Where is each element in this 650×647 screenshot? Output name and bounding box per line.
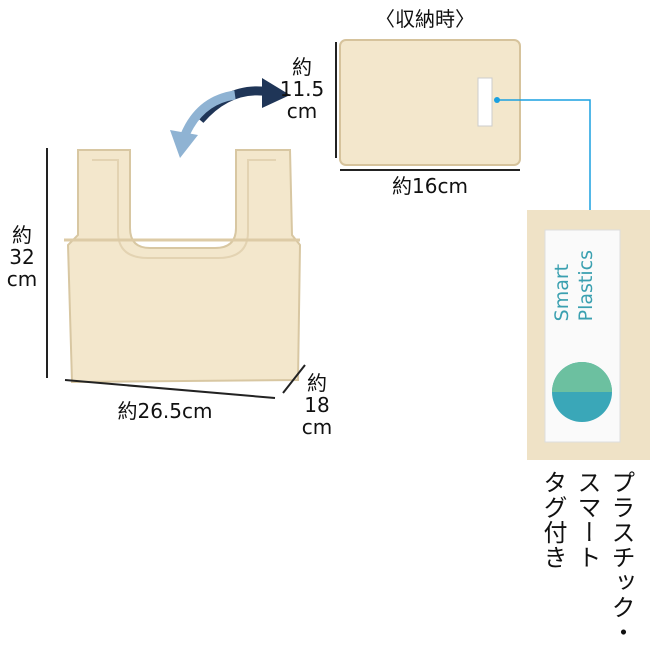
folded-bag-image [339,39,521,166]
label-line: 約 [292,55,312,79]
tag-brand-line: Smart [551,263,573,322]
label-line: 約 [12,223,32,247]
tag-brand: Smart Plastics [550,250,598,321]
bag-depth-label: 約 18 cm [295,372,339,438]
folded-width-label: 約16cm [392,174,468,198]
label-line: cm [286,99,318,123]
arrow-light [180,90,236,137]
label-line: 11.5 [279,77,325,101]
folded-height-label: 約 11.5 cm [272,56,332,122]
leader-line [497,99,591,210]
label-line: 18 [304,393,330,417]
tote-bag-image [64,149,302,384]
bag-height-label: 約 32 cm [0,224,44,290]
label-line: 約 [307,371,327,395]
caption-col2: スマート [573,470,601,570]
dimension-lines [46,42,520,399]
caption-col3: タグ付き [539,470,567,570]
folded-title: 〈収納時〉 [375,7,475,31]
label-line: cm [301,415,333,439]
tag-brand-line: Plastics [575,250,597,322]
label-line: 32 [9,245,35,269]
tag-small [477,77,493,127]
label-line: cm [6,267,38,291]
bag-width-label: 約26.5cm [117,399,213,423]
caption-col1: プラスチック・ [607,470,635,645]
